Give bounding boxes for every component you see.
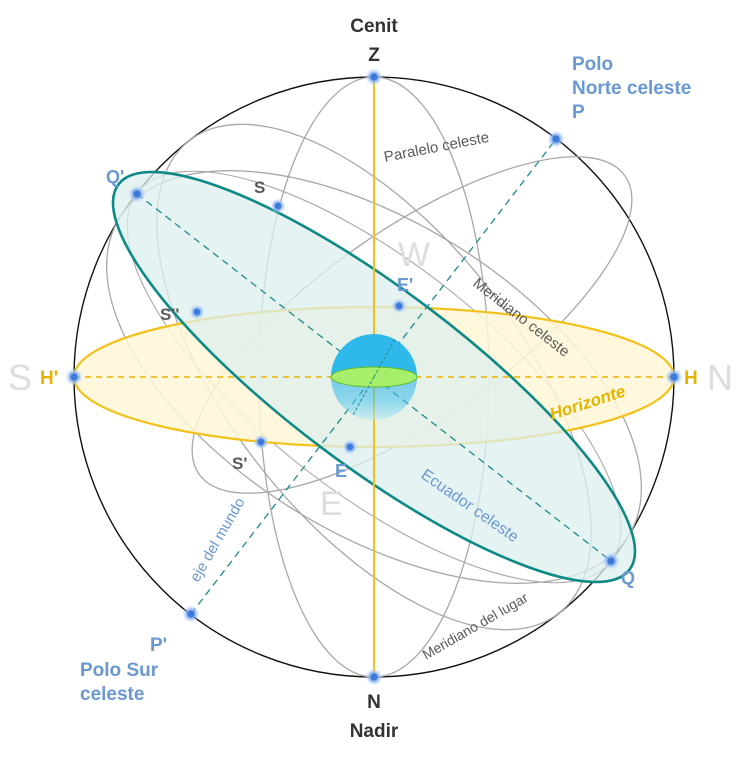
paralelo-celeste-label: Paralelo celeste — [383, 129, 491, 166]
points — [65, 68, 683, 686]
polo-sur-label-3: celeste — [80, 684, 144, 705]
e-label: E — [335, 461, 347, 481]
cardinal-s-label: S — [8, 357, 32, 398]
s-label: S — [254, 178, 265, 197]
polo-sur-label-1: P' — [150, 635, 167, 656]
point-e — [342, 439, 358, 455]
point-s — [270, 198, 286, 214]
e-prime-label: E' — [397, 275, 413, 295]
polo-norte-label-1: Polo — [572, 54, 613, 75]
point-n-nadir — [365, 668, 383, 686]
earth-icon — [330, 334, 418, 420]
q-label: Q — [621, 568, 635, 588]
point-p-prime — [182, 605, 200, 623]
q-prime-label: Q' — [106, 167, 124, 187]
z-label: Z — [368, 45, 380, 66]
point-s-double — [189, 304, 205, 320]
cardinal-w-label: W — [398, 236, 430, 274]
s-double-label: S'' — [160, 305, 179, 324]
s-prime-label: S' — [232, 454, 247, 473]
cardinal-e-label: E — [320, 485, 343, 523]
point-s-prime — [253, 434, 269, 450]
eje-del-mundo-label: eje del mundo — [187, 495, 249, 585]
point-q-prime — [128, 185, 146, 203]
h-prime-label: H' — [40, 368, 58, 389]
nadir-label: Nadir — [350, 721, 399, 742]
cenit-label: Cenit — [350, 16, 398, 37]
point-h — [665, 368, 683, 386]
eje-del-mundo-line — [190, 138, 557, 615]
point-z — [365, 68, 383, 86]
h-label: H — [684, 368, 698, 389]
point-q — [602, 552, 620, 570]
equator-diameter — [136, 193, 612, 562]
meridiano-del-lugar-label: Meridiano del lugar — [420, 589, 531, 663]
n-bottom-label: N — [367, 692, 381, 713]
polo-norte-label-2: Norte celeste — [572, 78, 691, 99]
point-e-prime — [391, 298, 407, 314]
meridiano-celeste-circle — [156, 123, 592, 631]
cardinal-n-label: N — [707, 357, 733, 398]
polo-sur-label-2: Polo Sur — [80, 660, 159, 681]
point-h-prime — [65, 368, 83, 386]
polo-norte-label-3: P — [572, 102, 585, 123]
point-p — [547, 130, 565, 148]
